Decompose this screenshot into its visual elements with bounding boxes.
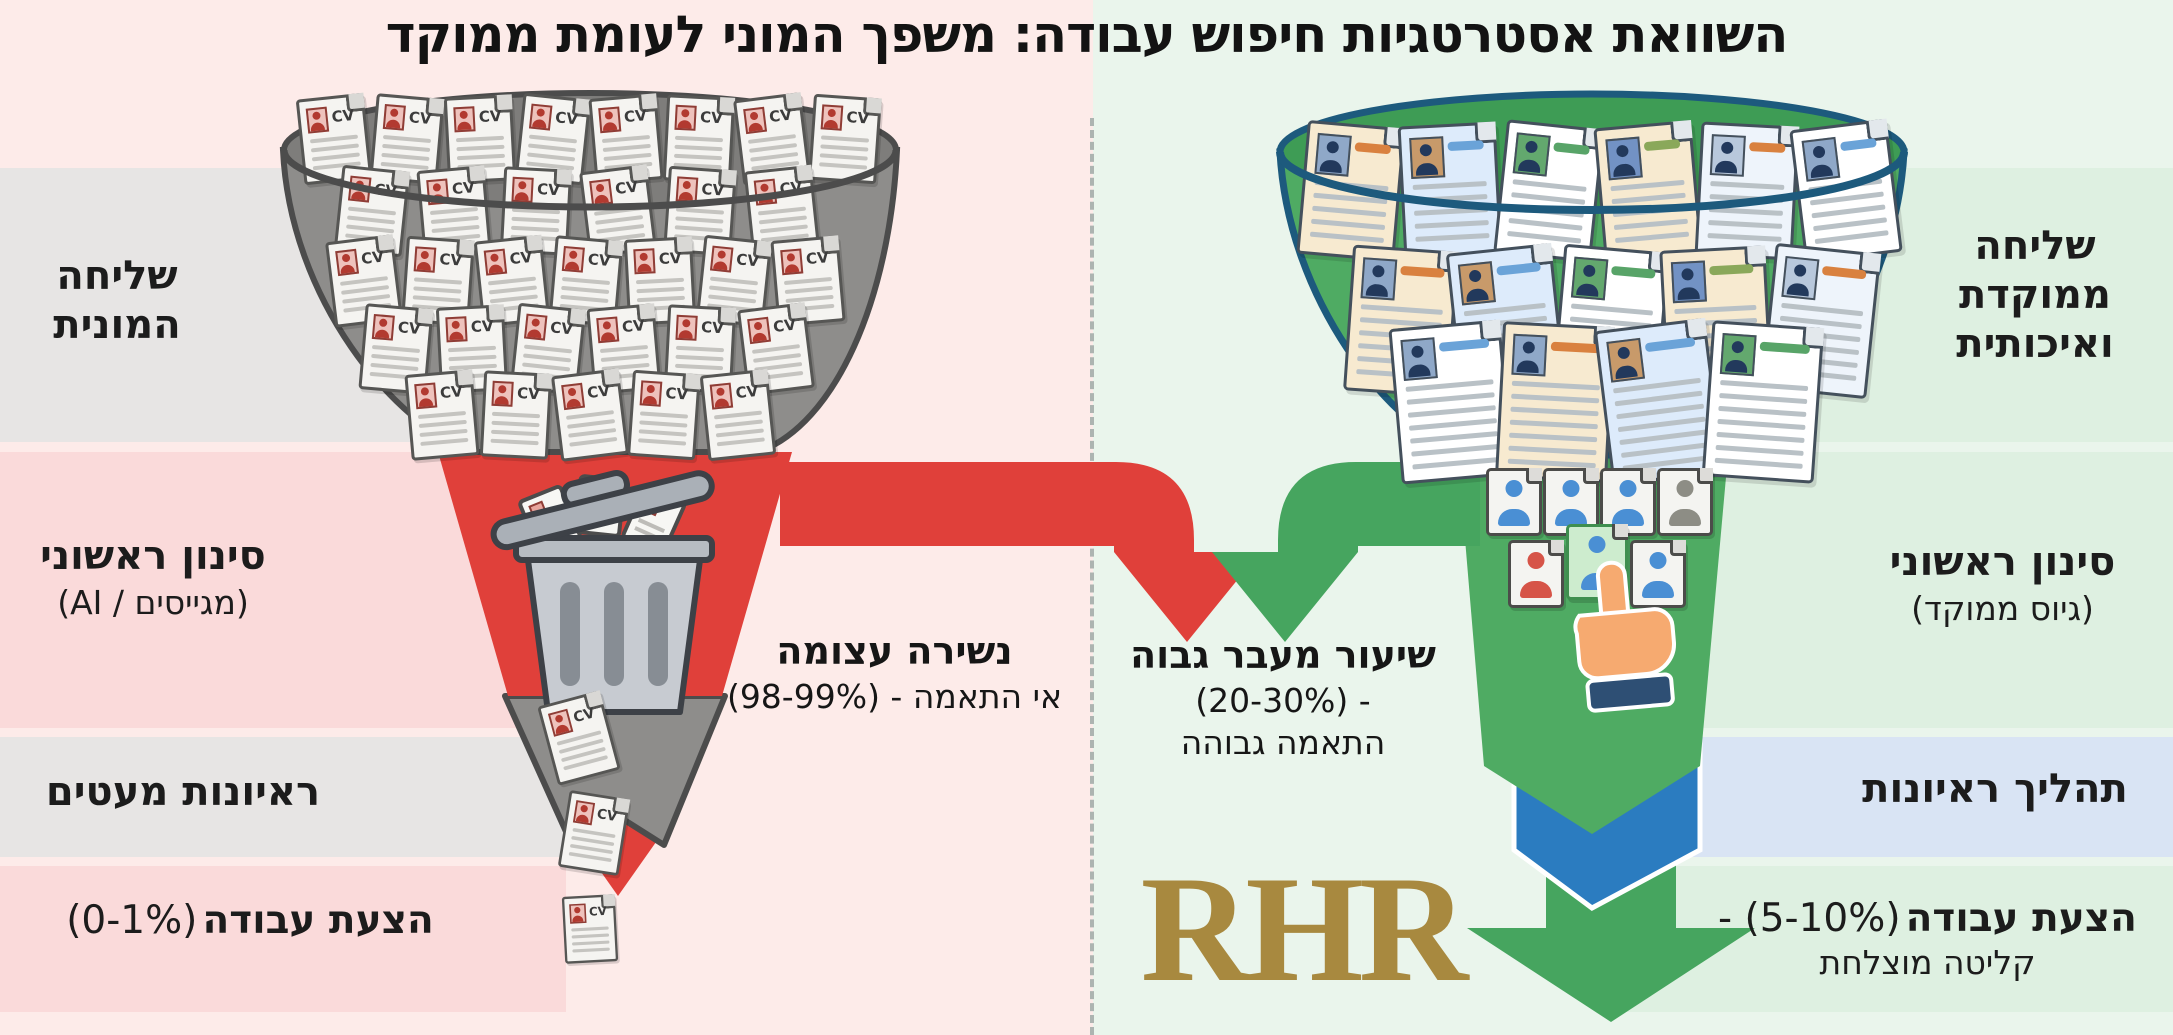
- right-stage-interviews-label: תהליך ראיונות: [1862, 766, 2128, 812]
- cv-document: CV: [551, 368, 629, 462]
- candidate-card-blue: [1486, 468, 1542, 536]
- high-pass-arrow: [1212, 462, 1480, 642]
- offer-down-arrow: [1467, 860, 1755, 1022]
- left-stage-band-offer: [0, 866, 566, 1012]
- left-stage-interviews-label: ראיונות מעטים: [45, 769, 321, 815]
- right-stage-offer-label: הצעת עבודה (5-10%) - קליטה מוצלחת: [1718, 896, 2137, 982]
- resume-document: [1397, 121, 1503, 261]
- left-stage-screening-label: סינון ראשוני (מגייסים / AI): [40, 533, 266, 622]
- rhr-logo: RHR: [1140, 845, 1469, 1013]
- candidate-card-blue: [1630, 540, 1686, 608]
- left-stage-offer-label: הצעת עבודה (0-1%): [66, 898, 434, 943]
- falling-cv-document: CV: [557, 789, 631, 877]
- cv-document: CV: [699, 368, 777, 462]
- resume-document: [1694, 121, 1800, 261]
- resume-document: [1493, 119, 1605, 263]
- falling-cv-document: CV: [561, 894, 619, 964]
- resume-document: [1701, 320, 1825, 484]
- page-title: השוואת אסטרטגיות חיפוש עבודה: משפך המוני…: [385, 6, 1789, 65]
- resume-document: [1593, 119, 1703, 263]
- panel-divider-dashed-line: [1090, 118, 1094, 1035]
- cv-document: CV: [404, 369, 480, 461]
- right-stage-focused-send-label: שליחה ממוקדת ואיכותית: [1956, 223, 2114, 367]
- resume-document: [1296, 119, 1406, 263]
- cv-document: CV: [808, 93, 882, 185]
- left-stage-mass-send-label: שליחה המונית: [53, 253, 181, 348]
- cv-document: CV: [479, 370, 553, 460]
- trash-can-icon: [490, 470, 715, 715]
- left-stage-band-interviews: [0, 737, 566, 857]
- resume-document: [1388, 319, 1514, 485]
- left-dropout-callout: נשירה עצומה אי התאמה - (98-99%): [726, 629, 1063, 716]
- falling-cv-document: CV: [537, 690, 621, 786]
- right-passrate-callout: שיעור מעבר גבוה - (20-30%) התאמה גבוהה: [1130, 633, 1436, 763]
- resume-document: [1789, 118, 1903, 264]
- cv-document: CV: [627, 369, 701, 461]
- candidate-card-gray: [1657, 468, 1713, 536]
- mass-rejection-arrow: [780, 462, 1260, 642]
- candidate-card-red: [1508, 540, 1564, 608]
- hand-cursor-icon: [1548, 560, 1698, 730]
- right-stage-screening-label: סינון ראשוני (גיוס ממוקד): [1889, 539, 2116, 628]
